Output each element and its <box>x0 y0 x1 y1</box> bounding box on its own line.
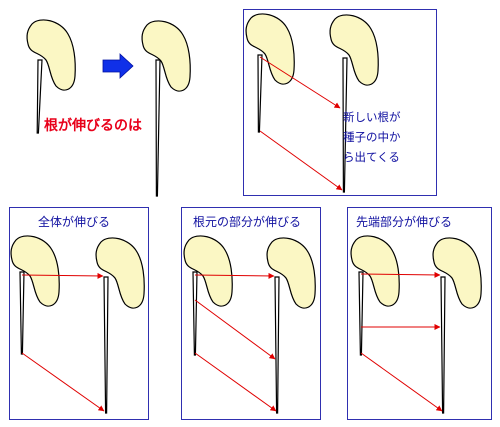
panel-whole-caption: 全体が伸びる <box>38 215 111 229</box>
root-before <box>36 59 43 134</box>
top-panel-drawing <box>245 13 379 193</box>
question-label: 根が伸びるのは <box>44 118 142 134</box>
progress-arrow-icon <box>102 53 134 79</box>
top-panel-note: 新しい根が 種子の中か ら出てくる <box>343 107 401 167</box>
panel-tip-drawing <box>350 235 482 414</box>
note-line: 新しい根が <box>343 110 401 124</box>
panel-base-drawing <box>183 235 316 414</box>
note-line: ら出てくる <box>343 150 400 164</box>
seed-after <box>141 20 191 197</box>
seed-before <box>26 19 76 134</box>
panel-whole-drawing <box>10 235 145 414</box>
panel-base-caption: 根元の部分が伸びる <box>193 215 302 229</box>
panel-tip-caption: 先端部分が伸びる <box>356 215 453 229</box>
root-after <box>155 59 161 197</box>
note-line: 種子の中か <box>343 130 401 144</box>
